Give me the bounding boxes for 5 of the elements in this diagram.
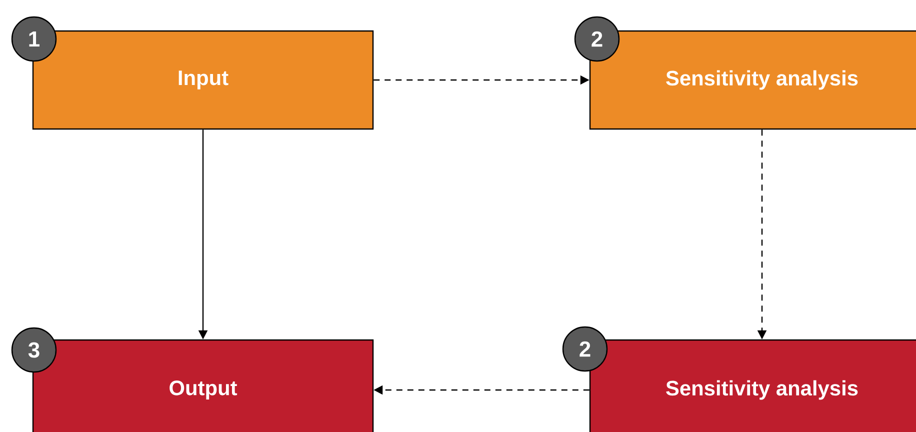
number-badge: 2 (562, 326, 608, 372)
number-badge: 2 (574, 16, 620, 62)
number-badge: 1 (11, 16, 57, 62)
process-box: Sensitivity analysis (589, 339, 916, 432)
number-badge: 3 (11, 327, 57, 373)
